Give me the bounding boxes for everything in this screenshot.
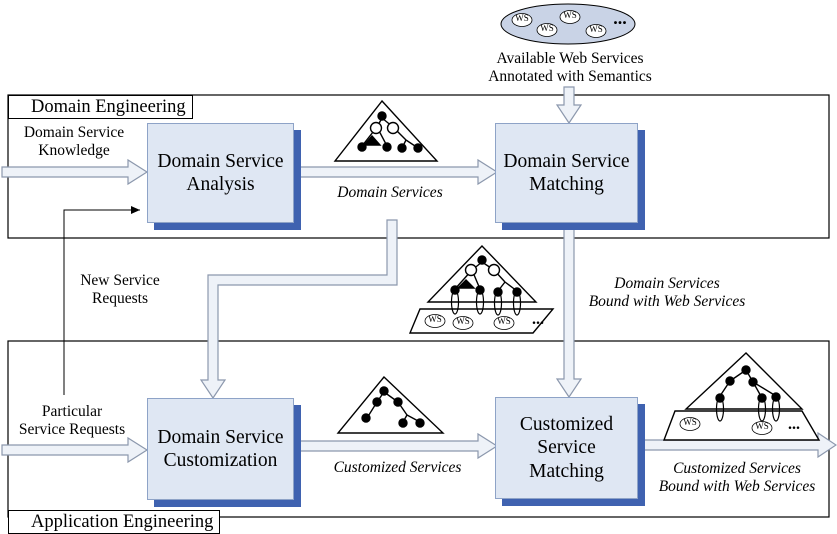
- web-services-down-arrow: [555, 86, 583, 125]
- particular-line1: Particular: [41, 403, 103, 420]
- customized-bound-tree-icon: [662, 352, 821, 441]
- ws-label: WS: [589, 24, 603, 34]
- particular-requests-label: Particular Service Requests: [8, 403, 136, 439]
- new-requests-line2: Requests: [92, 289, 148, 307]
- domain-services-to-customization-arrow: [199, 219, 398, 400]
- process-line: Analysis: [186, 174, 255, 195]
- process-line: Customized: [519, 413, 614, 435]
- web-services-pool: [500, 3, 636, 45]
- customization-to-matching-arrow: [289, 432, 499, 460]
- bound-services-tree-icon: [408, 244, 555, 334]
- ws-label: WS: [497, 316, 511, 326]
- web-services-caption: Available Web Services Annotated with Se…: [470, 50, 670, 86]
- matching-to-customized-matching-arrow: [555, 219, 583, 399]
- customized-bound-line2: Bound with Web Services: [658, 477, 816, 495]
- customized-bound-line1: Customized Services: [673, 460, 801, 477]
- ws-ellipsis: ...: [532, 311, 544, 328]
- application-engineering-title: Application Engineering: [8, 510, 221, 534]
- bound-services-label: Domain Services Bound with Web Services: [572, 275, 762, 311]
- domain-services-tree-icon: [333, 99, 439, 162]
- application-engineering-region: [7, 340, 830, 518]
- domain-knowledge-line2: Knowledge: [38, 141, 110, 159]
- customized-services-label: Customized Services: [333, 459, 462, 476]
- process-line: Domain Service: [503, 150, 630, 172]
- new-service-requests-label: New Service Requests: [55, 272, 185, 308]
- customized-services-tree-icon: [336, 375, 445, 434]
- web-services-caption-line1: Available Web Services: [496, 50, 644, 67]
- process-line: Matching: [529, 174, 604, 195]
- bound-line1: Domain Services: [614, 275, 720, 292]
- domain-engineering-title: Domain Engineering: [8, 95, 193, 119]
- process-line: Service: [537, 437, 596, 459]
- requests-input-arrow: [1, 436, 149, 464]
- process-line: Domain Service: [157, 426, 284, 448]
- domain-services-label: Domain Services: [337, 184, 443, 201]
- process-line: Matching: [529, 460, 604, 482]
- ws-label: WS: [755, 421, 769, 431]
- ws-label: WS: [515, 13, 529, 23]
- process-line: Domain Service: [157, 150, 284, 172]
- ws-label: WS: [456, 316, 470, 326]
- new-service-requests-connector: [63, 206, 140, 395]
- new-requests-line1: New Service: [80, 272, 160, 289]
- analysis-to-matching-arrow: [289, 158, 499, 186]
- ws-ellipsis: ...: [613, 8, 627, 28]
- particular-line2: Service Requests: [18, 420, 126, 438]
- ws-label: WS: [540, 23, 554, 33]
- process-line: Customization: [163, 450, 278, 471]
- web-services-caption-line2: Annotated with Semantics: [488, 67, 652, 85]
- customized-bound-label: Customized Services Bound with Web Servi…: [641, 460, 833, 496]
- bound-line2: Bound with Web Services: [588, 292, 746, 310]
- domain-knowledge-line1: Domain Service: [23, 124, 125, 141]
- ws-label: WS: [683, 417, 697, 427]
- domain-knowledge-label: Domain Service Knowledge: [10, 124, 138, 160]
- ws-label: WS: [428, 314, 442, 324]
- ws-ellipsis: ...: [788, 416, 800, 433]
- ws-label: WS: [563, 10, 577, 20]
- knowledge-input-arrow: [1, 158, 149, 186]
